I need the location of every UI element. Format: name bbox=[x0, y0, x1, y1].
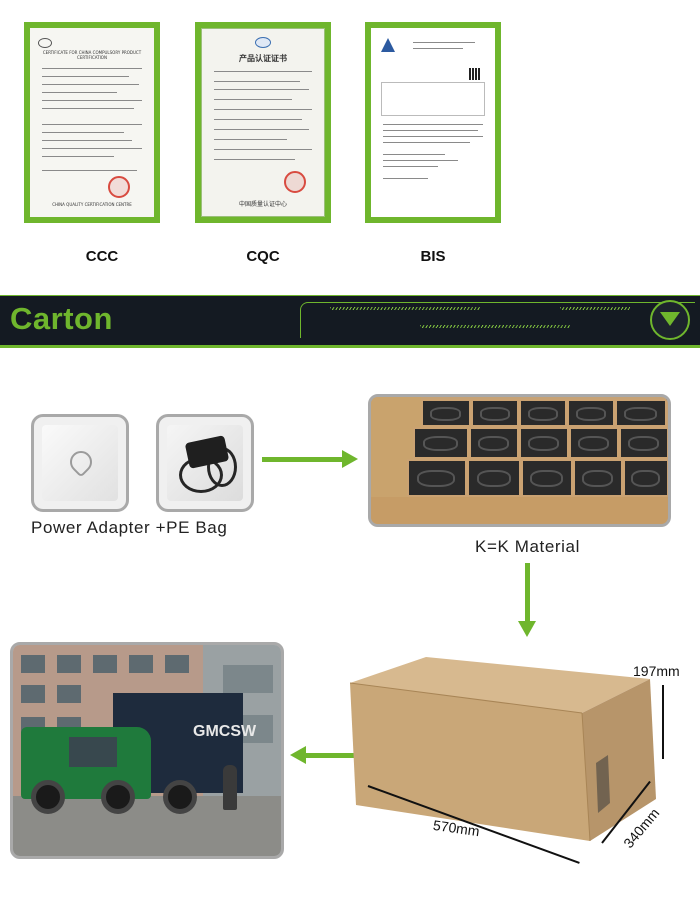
ccc-issuer: CHINA QUALITY CERTIFICATION CENTRE bbox=[52, 202, 132, 207]
carton-box-illustration bbox=[350, 657, 656, 842]
pe-bag-image bbox=[31, 414, 129, 512]
carton-section-banner: Carton bbox=[0, 295, 700, 348]
ccc-label: CCC bbox=[85, 248, 119, 265]
carton-contents-photo bbox=[368, 394, 671, 527]
bis-label: BIS bbox=[420, 248, 446, 265]
bis-logo-icon bbox=[381, 38, 395, 52]
worker bbox=[223, 765, 237, 810]
ccc-seal-icon bbox=[108, 176, 130, 198]
cqc-issuer: 中国质量认证中心 bbox=[238, 201, 287, 208]
cqc-certificate-paper: 产品认证证书 中国质量认证中心 bbox=[201, 28, 325, 217]
ccc-certificate: CERTIFICATE FOR CHINA COMPULSORY PRODUCT… bbox=[24, 22, 160, 223]
carton-height-label: 197mm bbox=[633, 663, 680, 679]
ccc-doc-title: CERTIFICATE FOR CHINA COMPULSORY PRODUCT… bbox=[42, 50, 142, 60]
container-text: GMCSW bbox=[193, 723, 257, 740]
cqc-label: CQC bbox=[246, 248, 280, 265]
truck-loading-photo: GMCSW bbox=[10, 642, 284, 859]
ccc-certificate-paper: CERTIFICATE FOR CHINA COMPULSORY PRODUCT… bbox=[30, 28, 154, 217]
packing-caption: Power Adapter +PE Bag bbox=[31, 518, 228, 537]
qr-code-icon bbox=[469, 68, 481, 80]
cqc-doc-title: 产品认证证书 bbox=[239, 54, 287, 63]
ccc-logo-icon bbox=[38, 38, 52, 48]
banner-title: Carton bbox=[10, 301, 113, 336]
bis-table bbox=[381, 82, 485, 116]
cqc-certificate: 产品认证证书 中国质量认证中心 bbox=[195, 22, 331, 223]
power-adapter-image bbox=[156, 414, 254, 512]
banner-frame bbox=[300, 302, 695, 338]
bis-certificate bbox=[365, 22, 501, 223]
carton-caption: K=K Material bbox=[475, 537, 580, 556]
cqc-seal-icon bbox=[284, 171, 306, 193]
cqc-logo-icon bbox=[255, 37, 271, 48]
bis-certificate-paper bbox=[371, 28, 495, 217]
